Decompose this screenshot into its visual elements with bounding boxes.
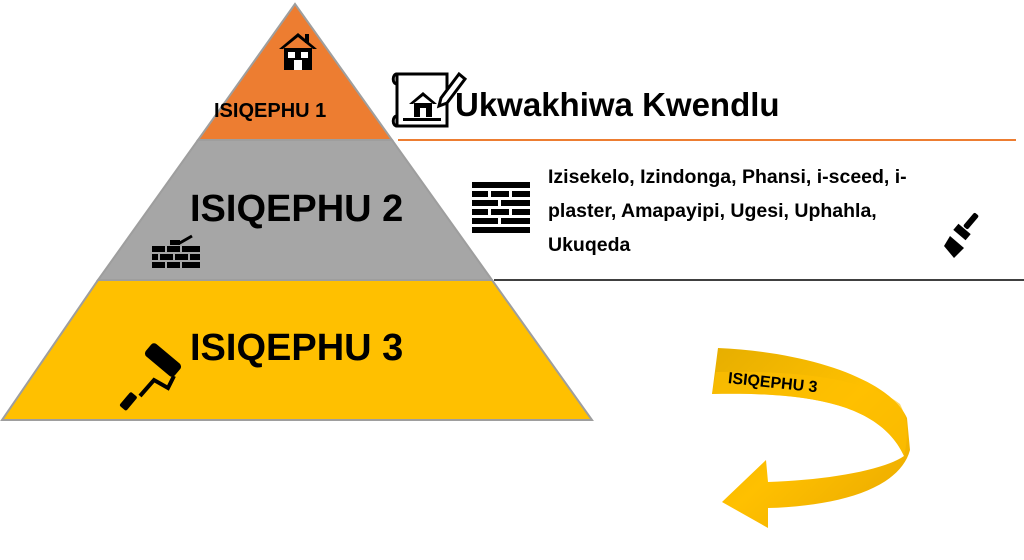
house-icon [279,33,317,70]
house-plan-icon [391,71,468,128]
paint-roller-icon [119,343,182,411]
tier-3-label: ISIQEPHU 3 [190,327,404,369]
curved-arrow [712,348,910,528]
tier-1-description: Ukwakhiwa Kwendlu [455,86,780,123]
tier-1-label: ISIQEPHU 1 [214,100,327,122]
tier-2-label: ISIQEPHU 2 [190,188,404,230]
tier-2-description: Izisekelo, Izindonga, Phansi, i-sceed, i… [548,166,907,256]
paint-brush-icon [944,212,979,258]
brick-wall-icon [152,234,200,268]
wall-icon [472,182,530,233]
